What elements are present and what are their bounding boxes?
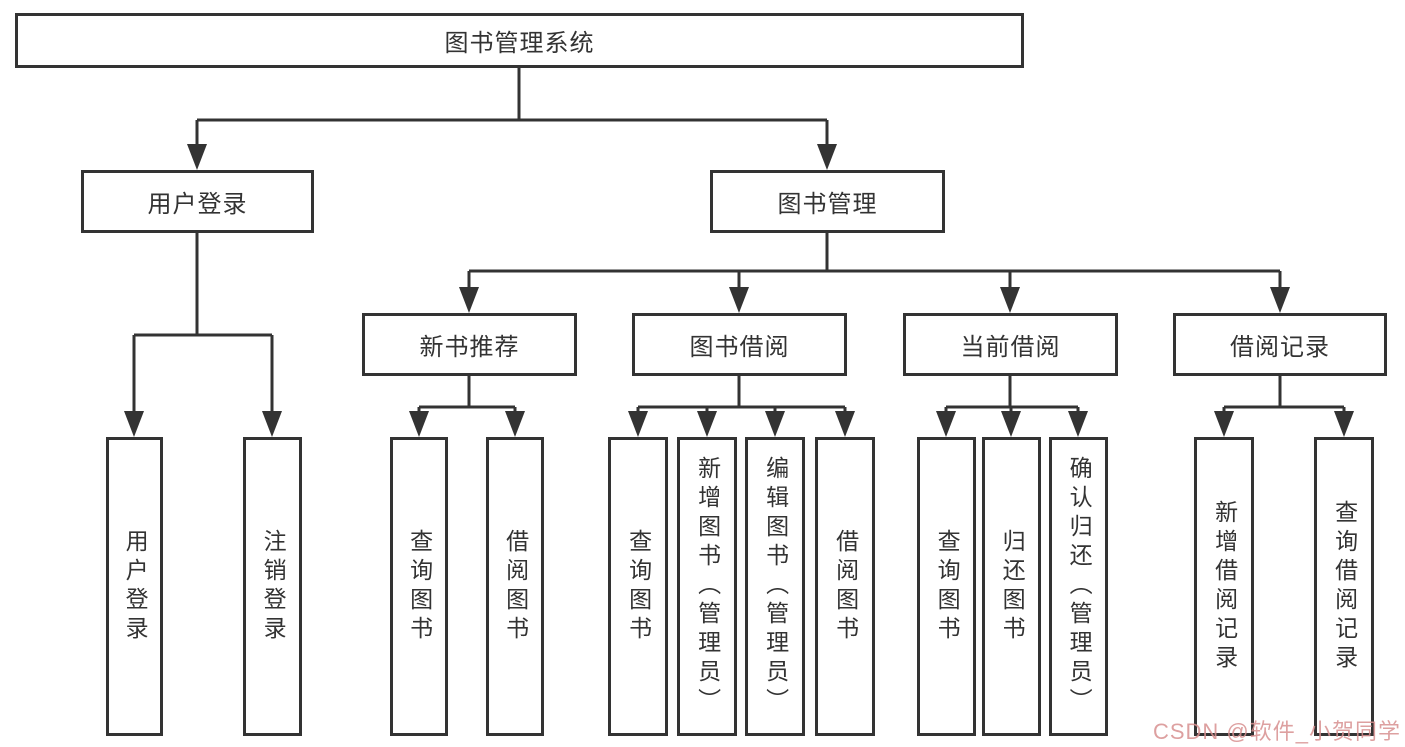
node-leaf-query-book-borrow: 查询图书 — [608, 437, 668, 736]
node-leaf-borrow-book-recommend: 借阅图书 — [486, 437, 544, 736]
node-leaf-confirm-return-admin: 确认归还（管理员） — [1049, 437, 1108, 736]
node-borrow-record-label: 借阅记录 — [1230, 334, 1330, 361]
connector-current-borrow-children — [936, 376, 1088, 437]
node-book-management: 图书管理 — [710, 170, 945, 233]
connector-user-login-children — [124, 233, 282, 437]
node-root-label: 图书管理系统 — [444, 30, 595, 57]
node-leaf-return-book: 归还图书 — [982, 437, 1041, 736]
connector-book-borrow-children — [628, 376, 855, 437]
node-new-book-recommend: 新书推荐 — [362, 313, 577, 376]
node-leaf-return-book-label: 归还图书 — [999, 528, 1026, 645]
node-current-borrow-label: 当前借阅 — [960, 334, 1061, 361]
node-leaf-user-login-label: 用户登录 — [122, 528, 149, 645]
node-leaf-add-borrow-record-label: 新增借阅记录 — [1211, 499, 1238, 674]
node-leaf-user-login: 用户登录 — [106, 437, 163, 736]
node-leaf-query-book-current: 查询图书 — [917, 437, 976, 736]
node-leaf-add-borrow-record: 新增借阅记录 — [1194, 437, 1254, 736]
connector-new-book-recommend-children — [409, 376, 525, 437]
node-leaf-borrow-book-recommend-label: 借阅图书 — [502, 528, 529, 645]
node-leaf-borrow-book: 借阅图书 — [815, 437, 875, 736]
node-book-management-label: 图书管理 — [777, 191, 878, 218]
node-leaf-edit-book-admin-label: 编辑图书（管理员） — [762, 456, 789, 717]
connector-book-management-children — [459, 233, 1290, 313]
node-user-login: 用户登录 — [81, 170, 314, 233]
node-leaf-query-book-recommend-label: 查询图书 — [406, 528, 433, 645]
node-book-borrow-label: 图书借阅 — [689, 334, 790, 361]
node-leaf-add-book-admin: 新增图书（管理员） — [677, 437, 737, 736]
node-borrow-record: 借阅记录 — [1173, 313, 1387, 376]
node-leaf-add-book-admin-label: 新增图书（管理员） — [694, 456, 721, 717]
node-current-borrow: 当前借阅 — [903, 313, 1118, 376]
node-root: 图书管理系统 — [15, 13, 1024, 68]
node-book-borrow: 图书借阅 — [632, 313, 847, 376]
node-user-login-label: 用户登录 — [147, 191, 248, 218]
node-leaf-confirm-return-admin-label: 确认归还（管理员） — [1066, 456, 1093, 717]
node-leaf-query-book-recommend: 查询图书 — [390, 437, 448, 736]
connector-borrow-record-children — [1214, 376, 1354, 437]
node-leaf-query-borrow-record-label: 查询借阅记录 — [1331, 499, 1358, 674]
node-leaf-logout-label: 注销登录 — [260, 528, 287, 645]
node-leaf-query-book-current-label: 查询图书 — [934, 528, 961, 645]
node-leaf-query-borrow-record: 查询借阅记录 — [1314, 437, 1374, 736]
node-leaf-query-book-borrow-label: 查询图书 — [625, 528, 652, 645]
node-leaf-logout: 注销登录 — [243, 437, 302, 736]
connector-root-to-level2 — [187, 68, 837, 170]
node-leaf-edit-book-admin: 编辑图书（管理员） — [745, 437, 805, 736]
node-new-book-recommend-label: 新书推荐 — [419, 334, 520, 361]
node-leaf-borrow-book-label: 借阅图书 — [832, 528, 859, 645]
